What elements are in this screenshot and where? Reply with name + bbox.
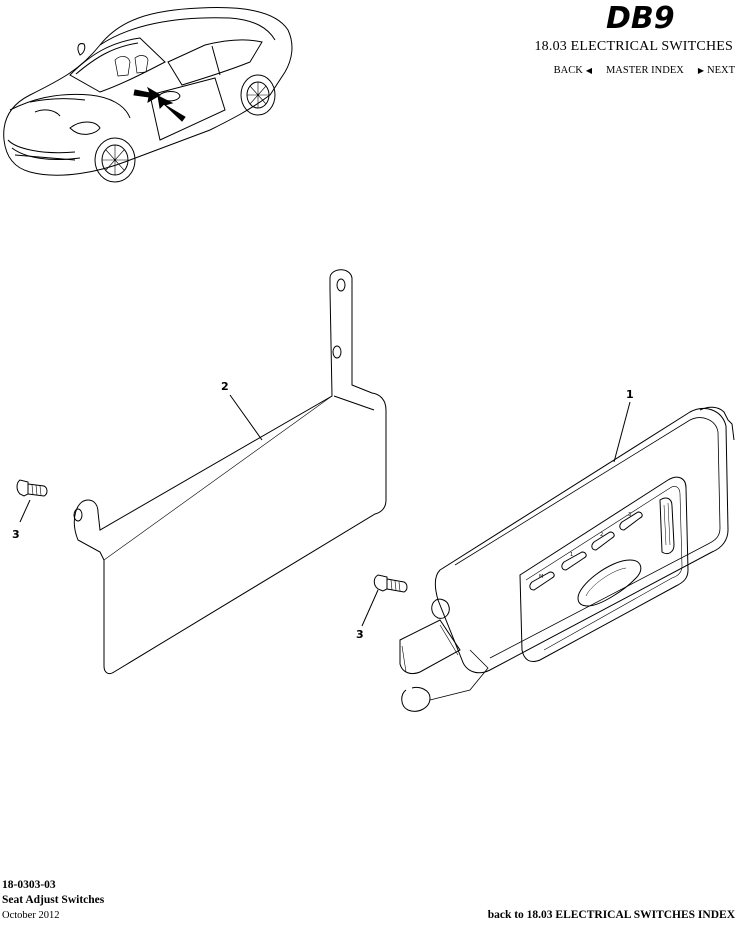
button-label-1: 1 [570, 552, 573, 558]
screw-left [16, 479, 48, 497]
callout-3-left: 3 [12, 528, 20, 541]
next-link[interactable]: ▶ NEXT [698, 65, 735, 76]
master-index-link[interactable]: MASTER INDEX [605, 65, 684, 76]
footer-info: 18-0303-03 Seat Adjust Switches October … [2, 878, 104, 923]
triangle-right-icon: ▶ [697, 66, 704, 75]
callout-1: 1 [626, 388, 634, 401]
callout-2: 2 [221, 380, 229, 393]
db9-logo: DB9 [606, 1, 675, 36]
screw-center [373, 574, 408, 593]
nav-bar: BACK ◀ MASTER INDEX ▶ NEXT [554, 65, 735, 76]
bracket-plate [73, 269, 387, 675]
triangle-left-icon: ◀ [585, 66, 592, 75]
button-label-3: 3 [628, 512, 631, 518]
part-name: Seat Adjust Switches [2, 894, 105, 906]
logo-text: DB9 [606, 1, 675, 36]
part-code: 18-0303-03 [2, 879, 56, 891]
back-to-index-link[interactable]: back to 18.03 ELECTRICAL SWITCHES INDEX [487, 909, 735, 921]
publication-date: October 2012 [2, 910, 60, 921]
button-label-2: 2 [600, 532, 603, 538]
car-locator-illustration [3, 7, 293, 183]
button-label-m: M [539, 574, 543, 580]
back-link[interactable]: BACK ◀ [554, 65, 592, 76]
next-label: NEXT [707, 65, 735, 76]
section-title: 18.03 ELECTRICAL SWITCHES [534, 39, 733, 54]
callout-3-center: 3 [356, 628, 364, 641]
exploded-parts-diagram: 2 1 3 3 M 1 2 3 [12, 269, 735, 712]
seat-switch-assembly [399, 406, 735, 712]
back-label: BACK [553, 65, 583, 76]
